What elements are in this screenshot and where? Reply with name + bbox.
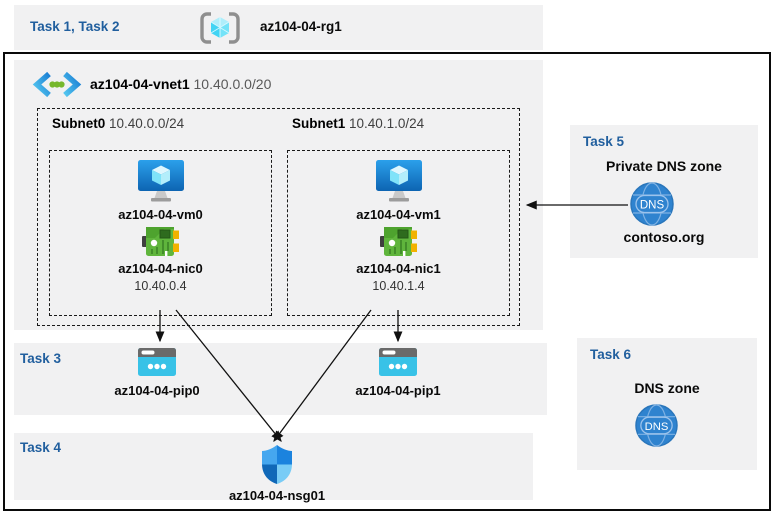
subnet1-name: Subnet1 — [292, 116, 346, 131]
subnet0-content: az104-04-vm0 az104-04-nic0 10.40.0.4 — [49, 150, 272, 316]
vnet-name: az104-04-vnet1 — [90, 76, 190, 92]
subnet0-label: Subnet0 10.40.0.0/24 — [52, 116, 184, 131]
nsg-group: az104-04-nsg01 — [212, 444, 342, 503]
private-dns-zone-name: contoso.org — [623, 229, 705, 245]
nic0-icon — [142, 225, 179, 258]
svg-text:DNS: DNS — [640, 200, 665, 212]
nic0-name: az104-04-nic0 — [118, 261, 203, 276]
pip1-group: az104-04-pip1 — [326, 348, 470, 398]
dns-zone-icon: DNS — [635, 404, 678, 447]
pip1-icon — [379, 348, 417, 376]
task5-box: Task 5 Private DNS zone DNS contoso.org — [570, 125, 758, 258]
virtual-network-icon — [32, 71, 82, 98]
private-dns-zone-title: Private DNS zone — [606, 158, 722, 174]
vm0-name: az104-04-vm0 — [118, 207, 203, 222]
pip0-icon — [138, 348, 176, 376]
resource-group-strip: Task 1, Task 2 az104-04-rg1 — [14, 5, 543, 50]
pip0-group: az104-04-pip0 — [85, 348, 229, 398]
nsg-name: az104-04-nsg01 — [228, 488, 326, 503]
subnet1-cidr: 10.40.1.0/24 — [349, 116, 425, 131]
vnet-title: az104-04-vnet1 10.40.0.0/20 — [90, 76, 271, 92]
task6-box: Task 6 DNS zone DNS — [577, 338, 757, 470]
resource-group-icon — [198, 10, 242, 46]
nic1-ip: 10.40.1.4 — [372, 279, 425, 293]
subnet0-cidr: 10.40.0.0/24 — [109, 116, 185, 131]
resource-group-name: az104-04-rg1 — [260, 19, 342, 34]
pip1-name: az104-04-pip1 — [355, 383, 441, 398]
vm1-name: az104-04-vm1 — [356, 207, 441, 222]
vnet-region — [14, 60, 543, 330]
nic1-name: az104-04-nic1 — [356, 261, 441, 276]
task-1-2-label: Task 1, Task 2 — [30, 19, 120, 34]
diagram-frame — [3, 52, 771, 511]
nic1-icon — [380, 225, 417, 258]
task6-label: Task 6 — [590, 347, 632, 362]
subnet1-label: Subnet1 10.40.1.0/24 — [292, 116, 424, 131]
subnet0-name: Subnet0 — [52, 116, 106, 131]
pip0-name: az104-04-pip0 — [114, 383, 200, 398]
subnet1-content: az104-04-vm1 az104-04-nic1 10.40.1.4 — [287, 150, 510, 316]
vnet-cidr: 10.40.0.0/20 — [193, 76, 272, 92]
task3-label: Task 3 — [20, 351, 62, 366]
task5-label: Task 5 — [583, 134, 625, 149]
nsg-shield-icon — [261, 444, 293, 485]
vm1-icon — [375, 159, 423, 204]
svg-text:DNS: DNS — [645, 421, 669, 433]
vm0-icon — [137, 159, 185, 204]
task4-label: Task 4 — [20, 440, 62, 455]
private-dns-icon: DNS — [630, 182, 674, 226]
dns-zone-title: DNS zone — [634, 380, 700, 396]
nic0-ip: 10.40.0.4 — [134, 279, 187, 293]
